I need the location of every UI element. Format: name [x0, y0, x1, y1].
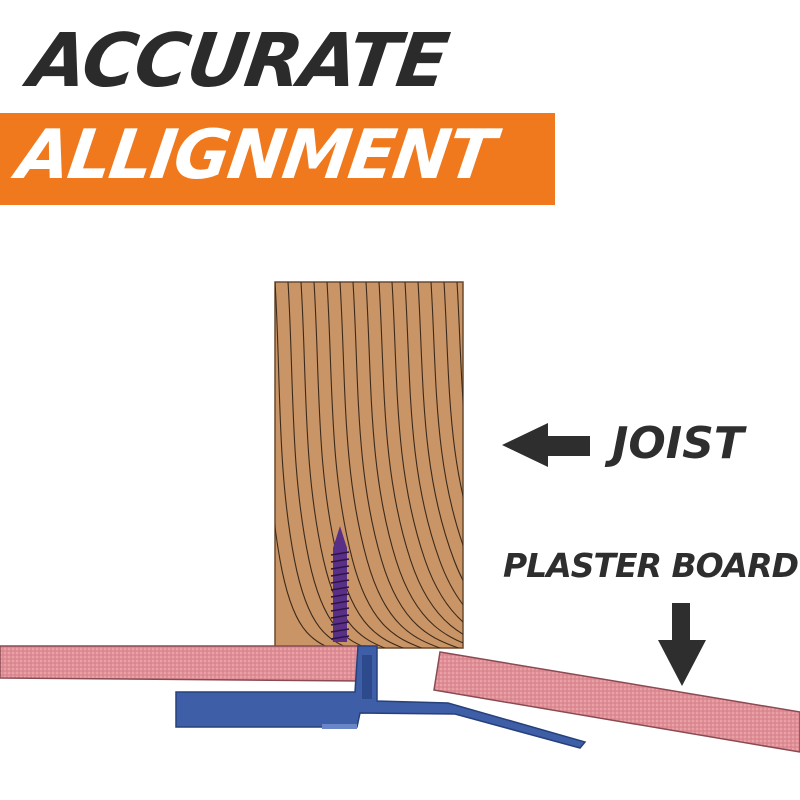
- grain-line: [300, 282, 386, 648]
- joist: [274, 281, 751, 660]
- grain-line: [470, 282, 656, 660]
- screw-thread: [330, 551, 350, 556]
- headline-banner: [0, 113, 555, 205]
- grain-line: [326, 282, 423, 648]
- screw-thread: [330, 600, 350, 605]
- grain-line: [339, 282, 442, 648]
- grain-line: [417, 282, 463, 582]
- screw-thread: [330, 565, 350, 570]
- screw-thread: [330, 628, 350, 633]
- plaster-board-right: [433, 651, 800, 753]
- screw-thread: [330, 572, 350, 577]
- grain-line: [275, 522, 331, 648]
- grain-line: [275, 282, 349, 648]
- screw-thread: [330, 621, 350, 626]
- arrow-down-icon: [658, 603, 706, 686]
- joist-label: JOIST: [612, 418, 744, 469]
- screw-thread: [330, 635, 350, 640]
- grain-line: [378, 282, 463, 635]
- grain-line: [365, 282, 463, 644]
- grain-line: [352, 282, 460, 648]
- plaster-board-left: [0, 645, 366, 682]
- grain-line: [522, 282, 732, 660]
- screw-thread: [330, 607, 350, 612]
- alignment-tool: [175, 645, 587, 749]
- grain-line: [496, 282, 694, 660]
- screw-thread: [330, 593, 350, 598]
- screw-thread: [330, 614, 350, 619]
- grain-line: [483, 282, 675, 660]
- screw-thread: [330, 558, 350, 563]
- grain-line: [391, 282, 463, 623]
- grain-line: [443, 282, 463, 499]
- grain-line: [535, 282, 751, 660]
- arrow-left-icon: [502, 423, 590, 467]
- screw-icon: [330, 526, 350, 642]
- grain-line: [456, 282, 463, 407]
- grain-line: [430, 282, 463, 547]
- screw-thread: [330, 586, 350, 591]
- grain-line: [287, 282, 368, 648]
- wood-grain: [275, 282, 751, 660]
- screw-thread: [330, 579, 350, 584]
- grain-line: [404, 282, 463, 606]
- plaster-board-label: PLASTER BOARD: [503, 546, 799, 585]
